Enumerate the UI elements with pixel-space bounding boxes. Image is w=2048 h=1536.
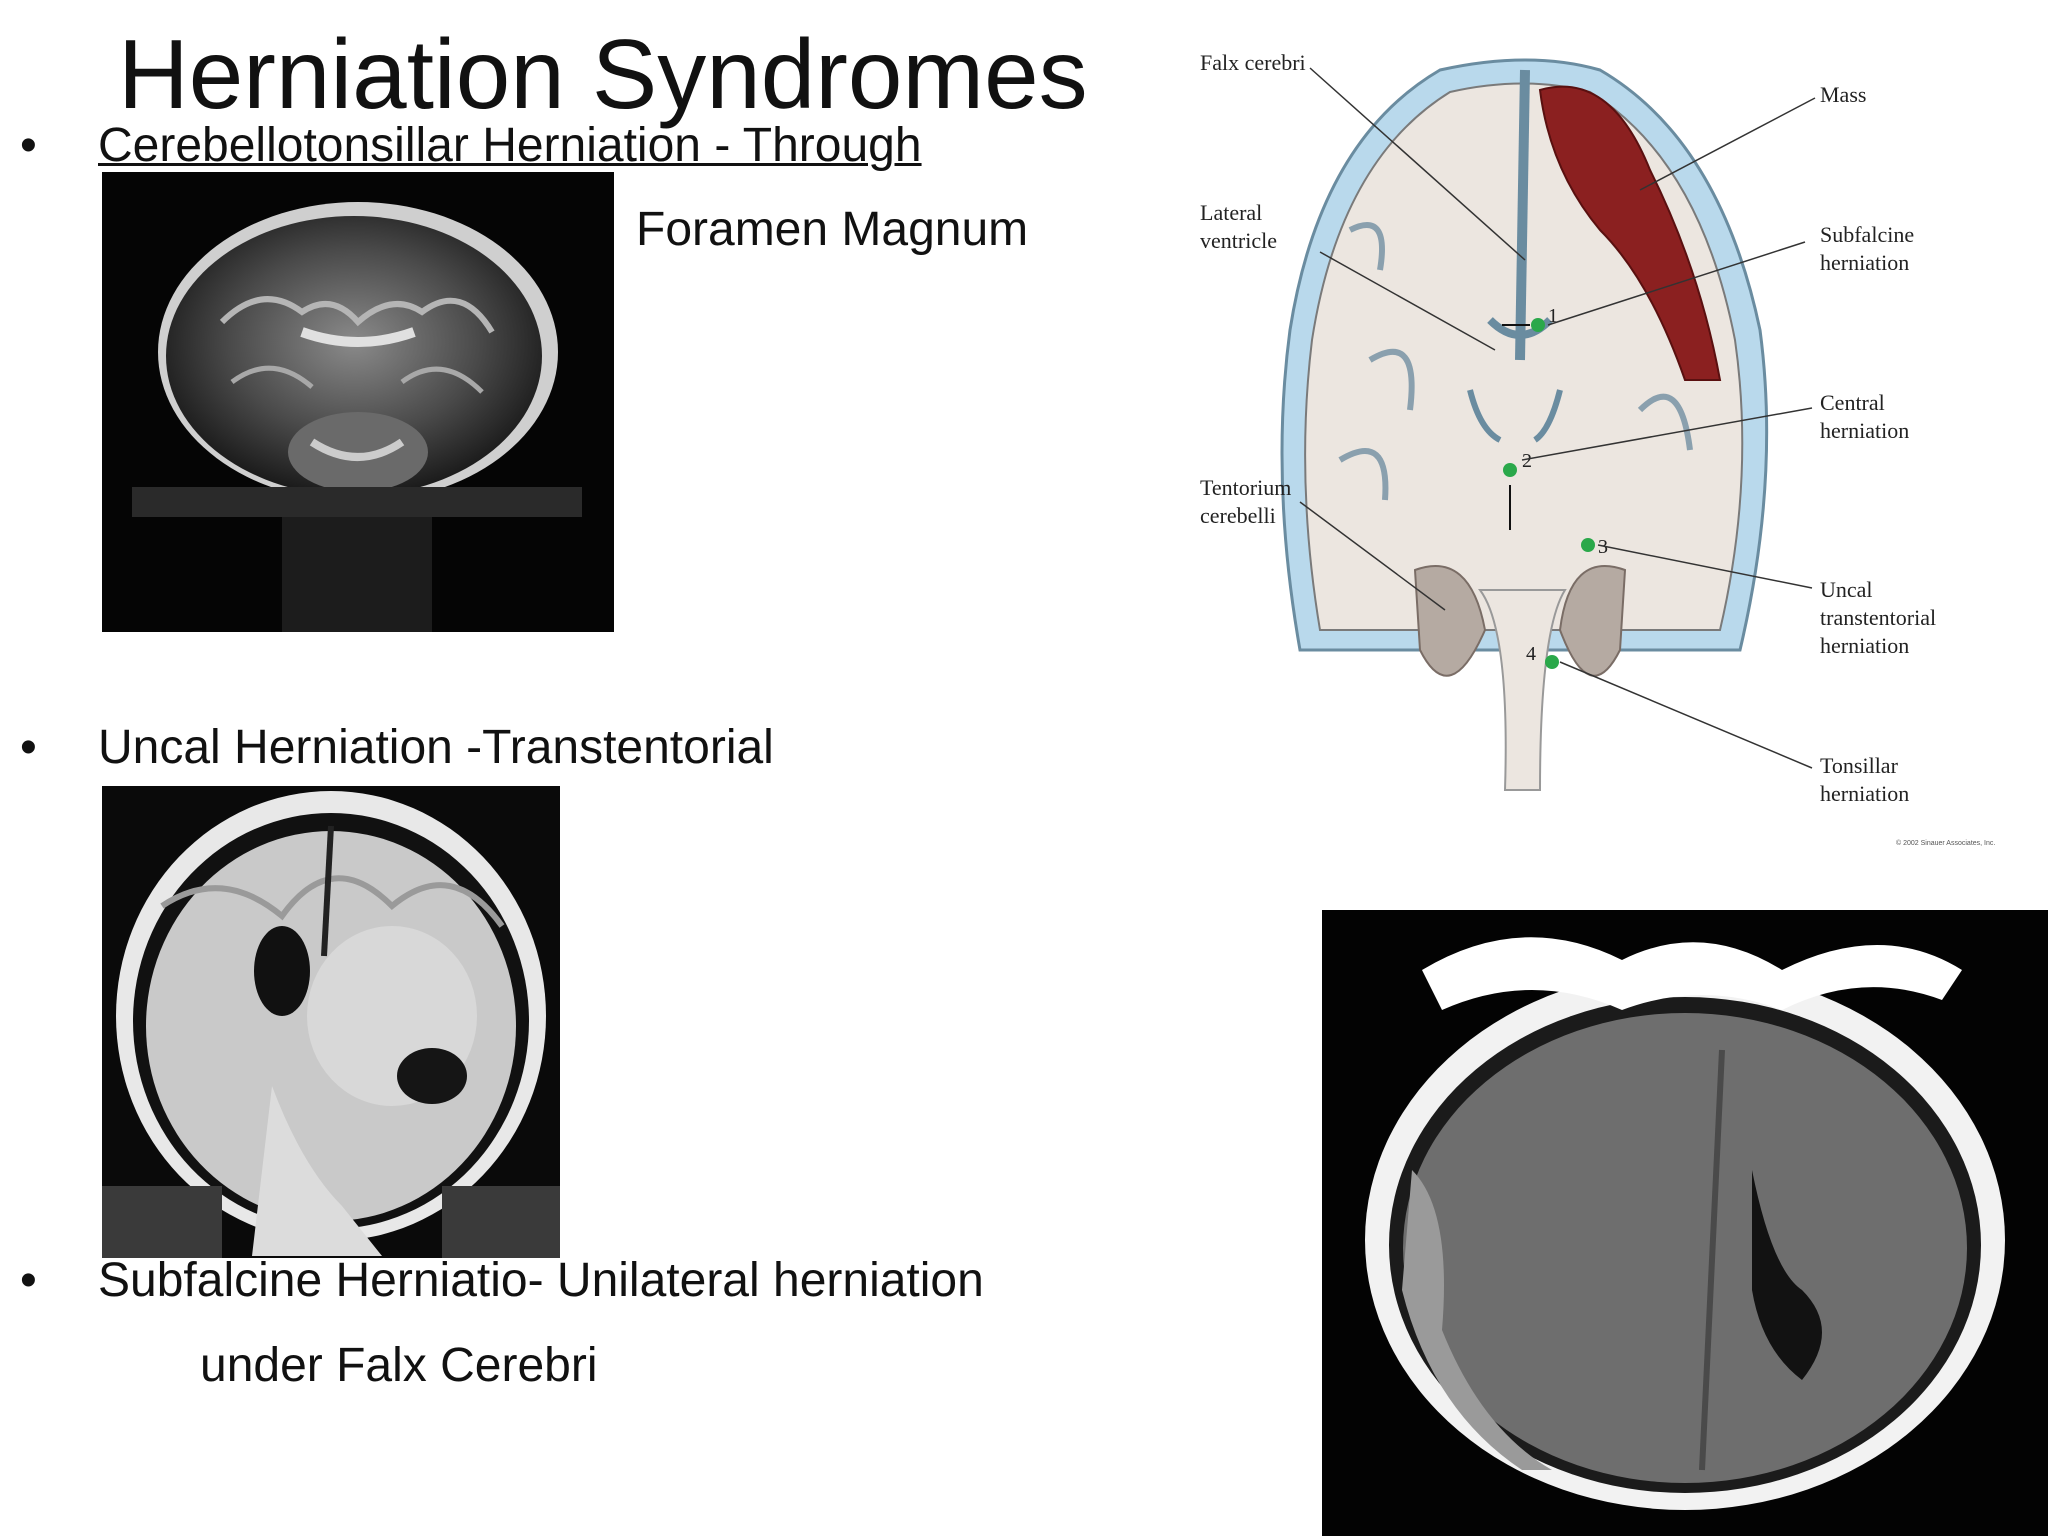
- coronal-mri-image-2: [102, 786, 560, 1258]
- label-uncal: herniation: [1820, 633, 1909, 658]
- bullet-1-line1: Cerebellotonsillar Herniation - Through: [98, 119, 922, 172]
- bullet-marker: •: [20, 1254, 37, 1307]
- bullet-1-line2: Foramen Magnum: [636, 203, 1029, 256]
- bullet-3-line2: under Falx Cerebri: [200, 1339, 598, 1392]
- label-subfalcine: Subfalcine: [1820, 222, 1914, 247]
- copyright-note: © 2002 Sinauer Associates, Inc.: [1896, 839, 1995, 847]
- label-tentorium: cerebelli: [1200, 503, 1276, 528]
- label-central: herniation: [1820, 418, 1909, 443]
- bullet-2-line1: Uncal Herniation -Transtentorial: [98, 721, 774, 774]
- axial-ct-image: [1322, 910, 2048, 1536]
- label-uncal: Uncal: [1820, 577, 1873, 602]
- label-subfalcine: herniation: [1820, 250, 1909, 275]
- marker-number: 2: [1522, 450, 1532, 472]
- mass-shape: [1538, 85, 1722, 381]
- label-tonsillar: herniation: [1820, 781, 1909, 806]
- slide-title: Herniation Syndromes: [118, 19, 1088, 129]
- marker-number: 4: [1526, 643, 1536, 665]
- label-tentorium: Tentorium: [1200, 475, 1291, 500]
- marker-number: 3: [1598, 536, 1608, 558]
- marker-number: 1: [1548, 305, 1558, 327]
- label-falx-cerebri: Falx cerebri: [1200, 50, 1306, 75]
- label-uncal: transtentorial: [1820, 605, 1936, 630]
- label-lateral-ventricle: ventricle: [1200, 228, 1277, 253]
- label-lateral-ventricle: Lateral: [1200, 200, 1262, 225]
- label-mass: Mass: [1820, 82, 1866, 107]
- herniation-diagram: 1 2 3 4 Falx cerebri Lateral ventricle T…: [1180, 30, 2048, 870]
- label-tonsillar: Tonsillar: [1820, 753, 1899, 778]
- coronal-mri-image-1: [102, 172, 614, 632]
- bullet-3-line1: Subfalcine Herniatio- Unilateral herniat…: [98, 1254, 984, 1307]
- label-central: Central: [1820, 390, 1885, 415]
- bullet-marker: •: [20, 119, 37, 172]
- bullet-marker: •: [20, 721, 37, 774]
